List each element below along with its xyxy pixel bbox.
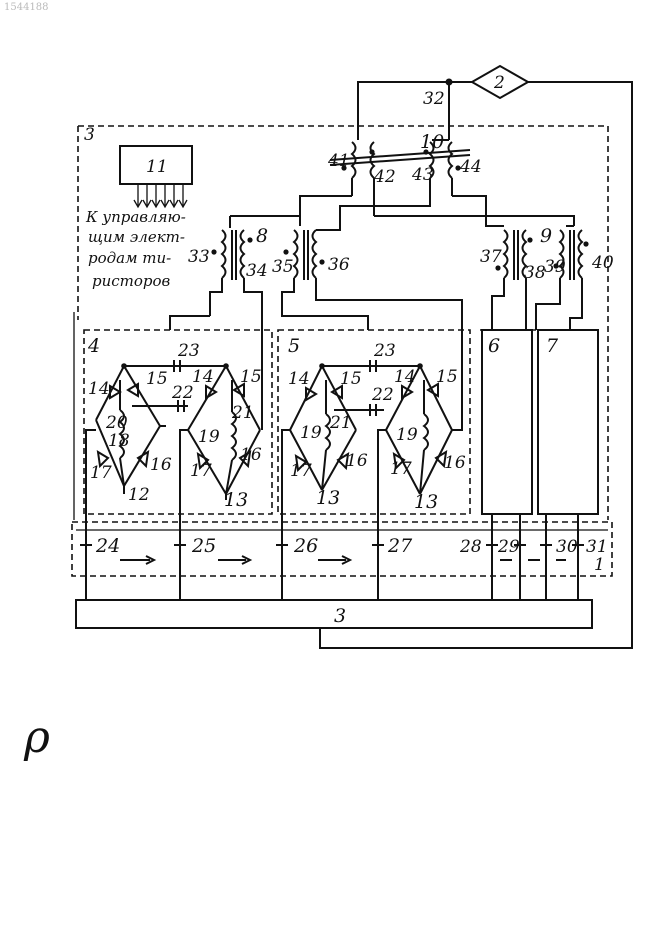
label-13-4b: 13: [224, 489, 248, 511]
label-33: 33: [188, 247, 210, 267]
label-16: 16: [150, 455, 172, 475]
label-19-5a: 19: [300, 423, 322, 443]
label-15-5b: 15: [436, 367, 458, 387]
label-11: 11: [146, 157, 168, 177]
margin-mark: ρ: [23, 712, 50, 763]
label-26: 26: [293, 535, 318, 557]
block-11: 11: [120, 146, 192, 207]
label-19-5b: 19: [396, 425, 418, 445]
label-18: 18: [108, 431, 130, 451]
block-2-diamond: 2: [472, 66, 528, 98]
label-21-5a: 21: [329, 413, 352, 433]
label-15-5a: 15: [340, 369, 362, 389]
note-line-2: щим элект-: [88, 228, 185, 246]
label-28: 28: [459, 537, 482, 557]
label-2: 2: [493, 73, 505, 93]
label-17-5b: 17: [390, 459, 412, 479]
label-32: 32: [423, 89, 445, 109]
label-39: 39: [544, 257, 566, 277]
label-38: 38: [524, 263, 546, 283]
label-36: 36: [328, 255, 350, 275]
label-8: 8: [256, 225, 268, 247]
label-37: 37: [480, 247, 502, 267]
label-24: 24: [95, 535, 120, 557]
control-note: К управляю- щим элект- родам ти- ристоро…: [85, 208, 186, 290]
transformer-group-8: 8 33 34 35 36: [188, 216, 462, 330]
label-13-5a: 13: [316, 487, 340, 509]
label-15: 15: [146, 369, 168, 389]
label-35: 35: [272, 257, 294, 277]
block-7: [538, 330, 598, 514]
label-20: 20: [105, 413, 128, 433]
label-17-4b: 17: [190, 461, 212, 481]
label-40: 40: [591, 253, 614, 273]
label-21-4b: 21: [231, 403, 254, 423]
label-16-5a: 16: [346, 451, 368, 471]
label-6: 6: [488, 335, 500, 357]
label-34: 34: [246, 261, 268, 281]
label-9: 9: [540, 225, 552, 247]
label-30: 30: [556, 537, 578, 557]
note-line-4: ристоров: [92, 272, 171, 290]
corner-mark: 1544188: [4, 2, 49, 13]
transformer-group-10: 10 41 42 43 44: [300, 120, 574, 226]
label-16-4b: 16: [240, 445, 262, 465]
label-3-top: 3: [84, 125, 95, 145]
label-13-5b: 13: [414, 491, 438, 513]
label-23-block5: 23: [373, 341, 396, 361]
label-25: 25: [191, 535, 216, 557]
note-line-1: К управляю-: [85, 208, 186, 226]
transformer-group-9: 9 37 38 39 40: [480, 208, 614, 330]
label-14-5a: 14: [288, 369, 310, 389]
label-3-bottom: 3: [334, 605, 346, 627]
label-10: 10: [420, 131, 444, 153]
label-22-block4: 22: [171, 383, 194, 403]
note-line-3: родам ти-: [88, 249, 171, 267]
label-17: 17: [90, 463, 112, 483]
label-14-4b: 14: [192, 367, 214, 387]
label-15-4b: 15: [240, 367, 262, 387]
label-31: 31: [586, 537, 608, 557]
label-22-block5: 22: [371, 385, 394, 405]
label-16-5b: 16: [444, 453, 466, 473]
label-43: 43: [411, 165, 434, 185]
block-6: [482, 330, 532, 514]
label-7: 7: [546, 335, 559, 357]
label-41: 41: [327, 151, 350, 171]
label-14: 14: [88, 379, 110, 399]
label-12: 12: [128, 485, 150, 505]
label-5: 5: [288, 335, 300, 357]
label-19-4b: 19: [198, 427, 220, 447]
label-17-5a: 17: [290, 461, 312, 481]
label-29: 29: [497, 537, 520, 557]
label-14-5b: 14: [394, 367, 416, 387]
label-4: 4: [87, 335, 100, 357]
label-44: 44: [459, 157, 482, 177]
label-27: 27: [387, 535, 413, 557]
label-23-block4: 23: [177, 341, 200, 361]
label-1: 1: [594, 555, 605, 575]
label-42: 42: [373, 167, 396, 187]
